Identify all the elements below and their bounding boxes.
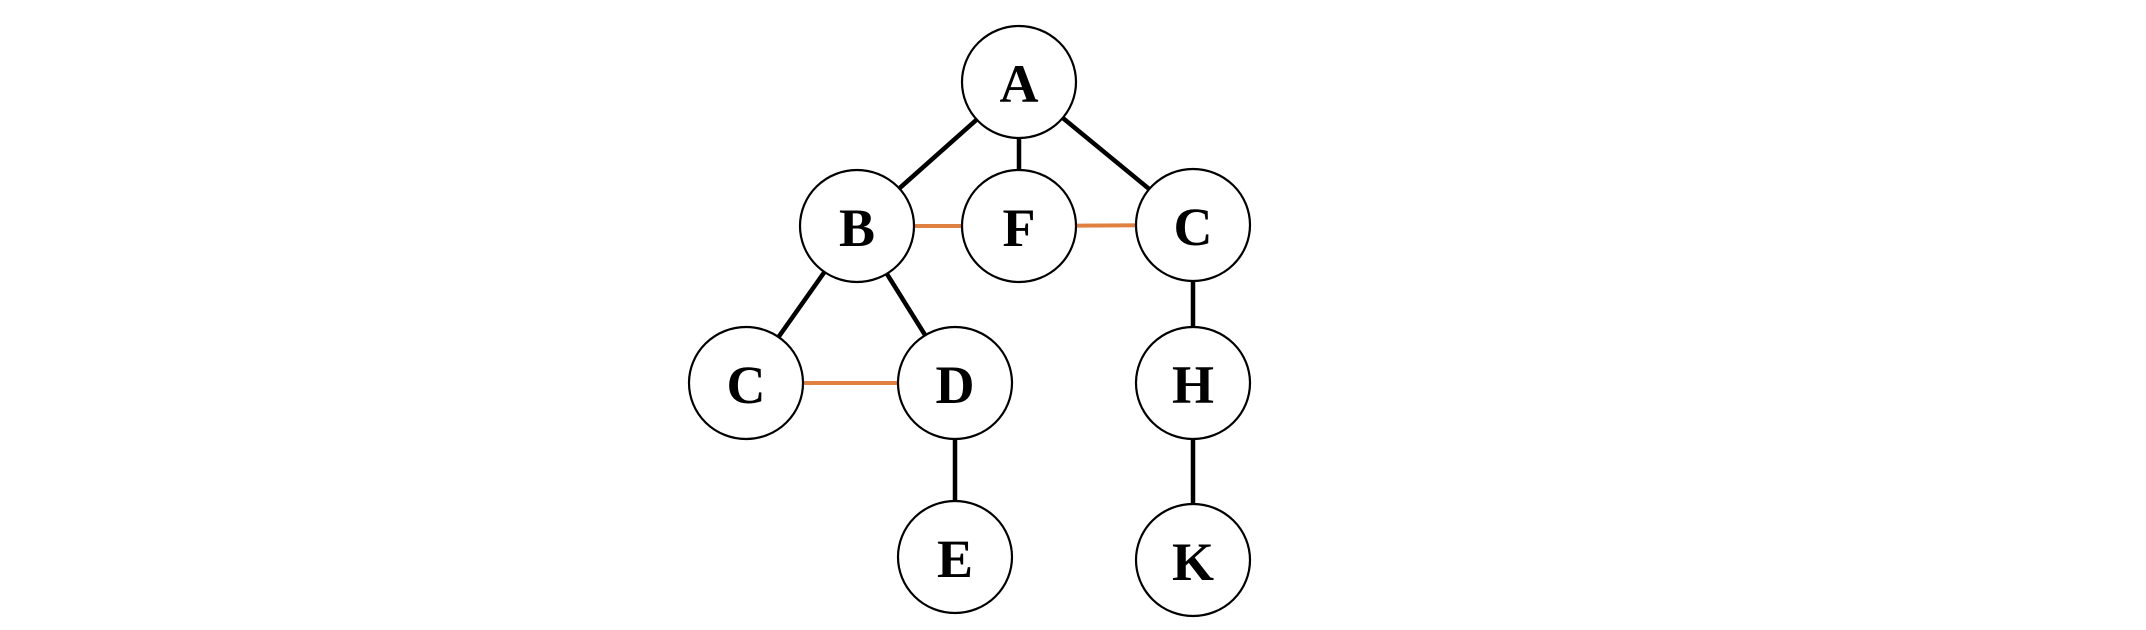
- node-circle-D: [896, 325, 1014, 441]
- node-label-H: H: [1172, 355, 1214, 415]
- node-circle-B: [798, 168, 916, 284]
- node-label-C1: C: [727, 355, 766, 415]
- node-circle-A: [960, 24, 1078, 140]
- node-circle-K: [1134, 502, 1252, 618]
- graph-node-E: E: [896, 499, 1014, 615]
- graph-node-A: A: [960, 24, 1078, 140]
- node-label-K: K: [1172, 532, 1214, 592]
- node-label-B: B: [839, 198, 875, 258]
- node-label-D: D: [936, 355, 975, 415]
- node-circle-C1: [687, 325, 805, 441]
- graph-node-B: B: [798, 168, 916, 284]
- graph-node-C2: C: [1134, 167, 1252, 283]
- node-label-E: E: [937, 529, 973, 589]
- node-circle-E: [896, 499, 1014, 615]
- graph-node-K: K: [1134, 502, 1252, 618]
- node-label-C2: C: [1174, 197, 1213, 257]
- node-label-A: A: [1000, 54, 1039, 114]
- node-circle-C2: [1134, 167, 1252, 283]
- node-circle-F: [960, 168, 1078, 284]
- node-label-F: F: [1003, 198, 1036, 258]
- graph-node-F: F: [960, 168, 1078, 284]
- graph-node-C1: C: [687, 325, 805, 441]
- graph-node-D: D: [896, 325, 1014, 441]
- node-circle-H: [1134, 325, 1252, 441]
- graph-node-H: H: [1134, 325, 1252, 441]
